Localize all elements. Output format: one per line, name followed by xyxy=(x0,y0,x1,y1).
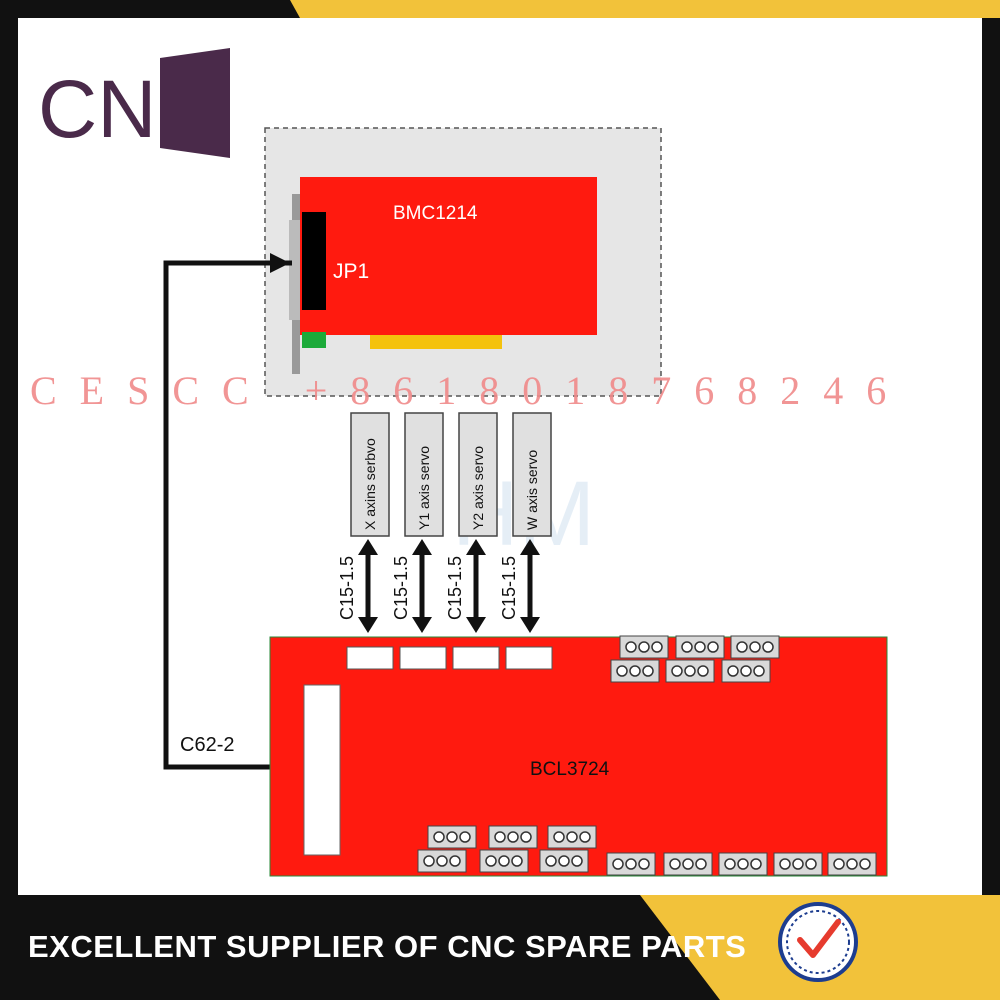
gold-top-band xyxy=(290,0,1000,18)
servo-connectors xyxy=(346,646,553,670)
quality-badge xyxy=(778,902,858,982)
servo-box-x xyxy=(350,412,390,537)
servo-label-x: X axins serbvo xyxy=(362,438,378,530)
status-led xyxy=(302,332,326,348)
footer-tagline: EXCELLENT SUPPLIER OF CNC SPARE PARTS xyxy=(28,929,747,964)
terminal-block xyxy=(718,852,768,876)
servo-box-y2 xyxy=(458,412,498,537)
cable-label-y2: C15-1.5 xyxy=(445,556,465,620)
checkmark-seal-icon xyxy=(797,919,841,958)
terminal-block xyxy=(539,849,589,873)
cable-y1: C15-1.5 xyxy=(391,539,432,633)
terminal-block xyxy=(427,825,477,849)
gold-fingers xyxy=(370,335,502,349)
terminal-block xyxy=(827,852,877,876)
main-cable-label: C62-2 xyxy=(180,734,234,756)
terminal-block xyxy=(547,825,597,849)
terminal-blocks xyxy=(417,635,877,876)
cable-label-x: C15-1.5 xyxy=(337,556,357,620)
terminal-block xyxy=(675,635,725,659)
terminal-block xyxy=(773,852,823,876)
jp1-label: JP1 xyxy=(333,260,369,283)
terminal-block xyxy=(417,849,467,873)
cnc-logo: CNC xyxy=(38,48,230,158)
cable-w: C15-1.5 xyxy=(499,539,540,633)
pci-card xyxy=(300,177,597,335)
terminal-block xyxy=(721,659,771,683)
bracket-plate xyxy=(289,220,303,320)
terminal-block xyxy=(488,825,538,849)
terminal-block xyxy=(610,659,660,683)
logo-panel-shape xyxy=(160,48,230,158)
cable-y2: C15-1.5 xyxy=(445,539,486,633)
terminal-block xyxy=(479,849,529,873)
servo-label-w: W axis servo xyxy=(524,450,540,530)
cable-label-w: C15-1.5 xyxy=(499,556,519,620)
servo-box-y1 xyxy=(404,412,444,537)
servo-labels: X axins serbvo Y1 axis servo Y2 axis ser… xyxy=(350,412,552,537)
arrow-to-jp1 xyxy=(270,253,290,273)
servo-label-y2: Y2 axis servo xyxy=(470,446,486,530)
terminal-board-name: BCL3724 xyxy=(530,759,610,780)
servo-label-y1: Y1 axis servo xyxy=(416,446,432,530)
servo-cables: C15-1.5 C15-1.5 C15-1.5 C15-1.5 xyxy=(337,539,540,633)
cable-x: C15-1.5 xyxy=(337,539,378,633)
cable-label-y1: C15-1.5 xyxy=(391,556,411,620)
terminal-block xyxy=(730,635,780,659)
jp1-connector xyxy=(302,212,326,310)
main-connector xyxy=(303,684,341,856)
pci-card-name: BMC1214 xyxy=(393,203,478,224)
servo-box-w xyxy=(512,412,552,537)
terminal-block xyxy=(663,852,713,876)
terminal-block xyxy=(665,659,715,683)
phone-watermark: CESCC +8618018768246 xyxy=(30,368,910,413)
terminal-block xyxy=(619,635,669,659)
terminal-block xyxy=(606,852,656,876)
